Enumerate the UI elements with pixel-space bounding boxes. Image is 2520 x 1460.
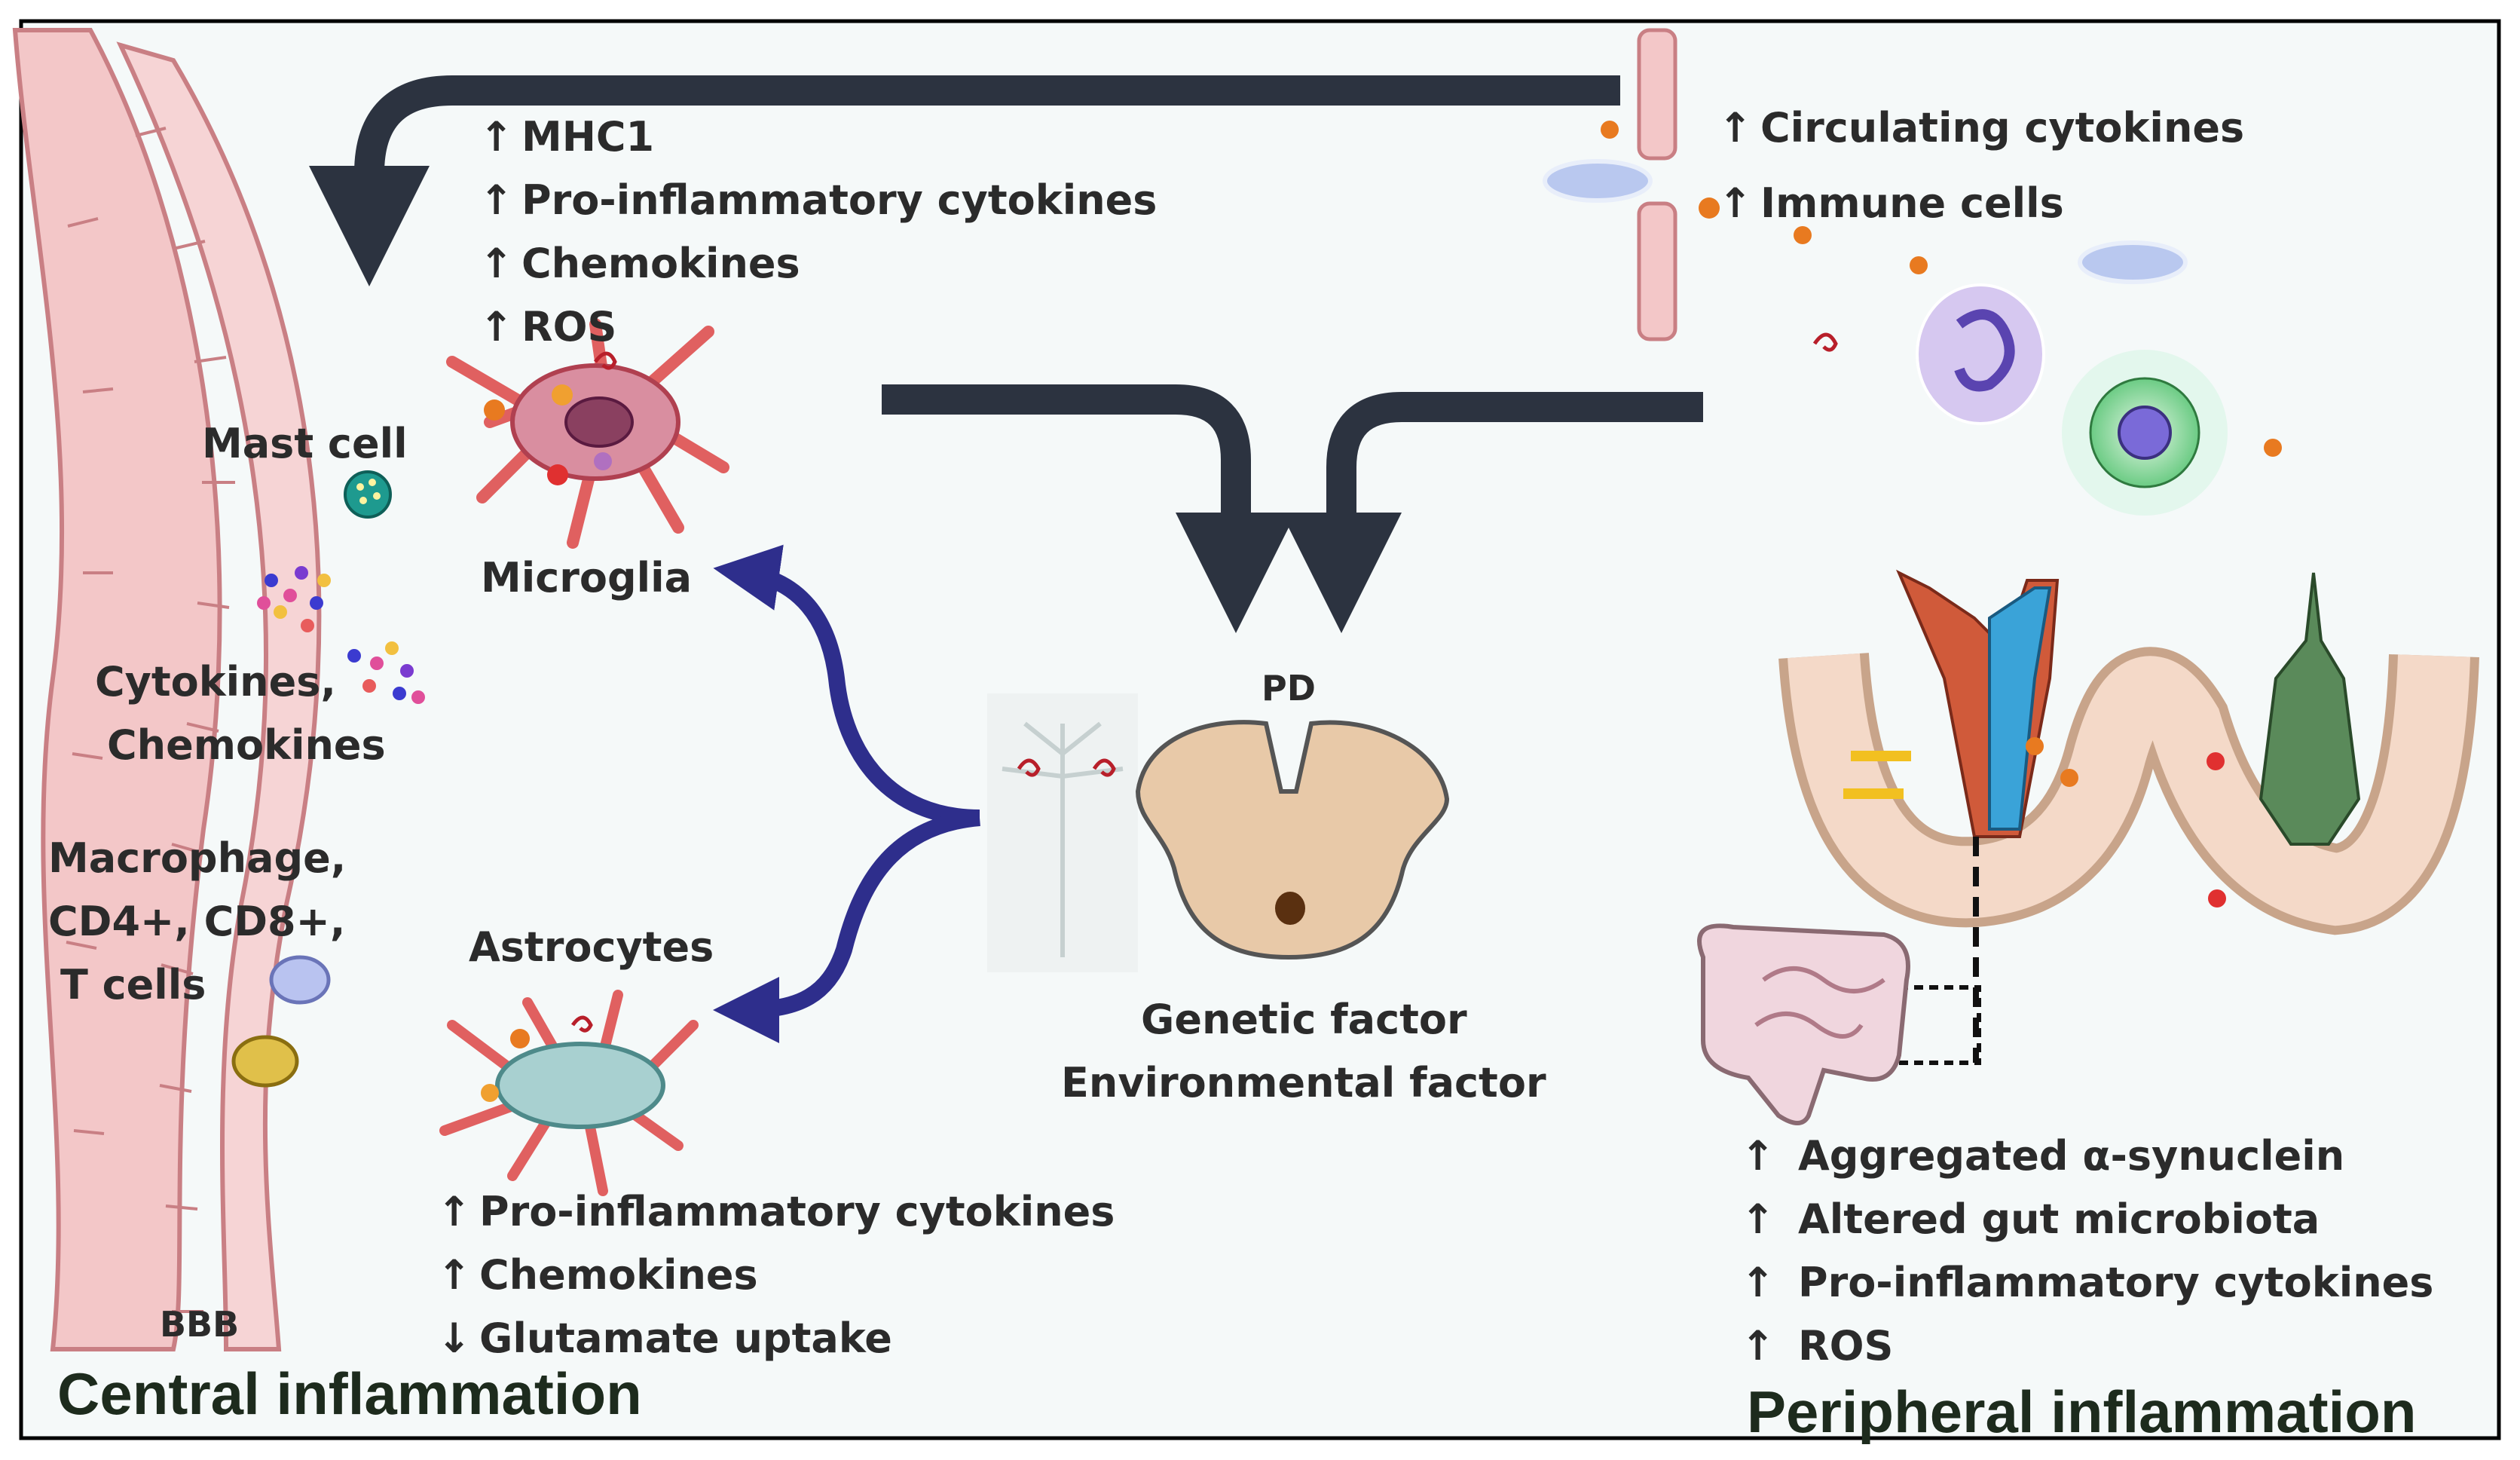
bbb-label: BBB — [160, 1304, 240, 1345]
central-marker: ↑ROS — [479, 295, 1157, 359]
gut-marker-list: ↑Aggregated α-synuclein ↑Altered gut mic… — [1741, 1125, 2433, 1378]
cytokine-dot-icon — [2264, 439, 2282, 457]
central-marker: ↑MHC1 — [479, 106, 1157, 169]
arrow-up-icon: ↑ — [479, 303, 514, 350]
alpha-synuclein-icon — [1017, 758, 1041, 777]
cytokine-dot-icon — [1910, 256, 1928, 274]
circulation-marker-list: ↑Circulating cytokines ↑Immune cells — [1718, 96, 2244, 235]
blood-vessel-periphery — [1637, 28, 1677, 341]
blue-arrow-to-astrocytes — [713, 810, 980, 1043]
central-inflammation-title: Central inflammation — [57, 1361, 642, 1427]
astrocyte-icon — [439, 990, 699, 1196]
arrow-up-icon: ↑ — [1741, 1259, 1775, 1306]
cd-cells-label: CD4+, CD8+, — [48, 898, 346, 945]
cytokines-label: Cytokines, — [95, 658, 336, 706]
astrocyte-marker: ↑Pro-inflammatory cytokines — [437, 1180, 1115, 1244]
arrow-up-icon: ↑ — [437, 1251, 472, 1299]
arrow-up-icon: ↑ — [1741, 1322, 1775, 1370]
cytokine-dot-icon — [1699, 197, 1720, 219]
alpha-synuclein-icon — [1812, 332, 1838, 352]
blood-vessel-bbb — [12, 28, 322, 1351]
cytokine-dot-icon — [1794, 226, 1812, 244]
macrophage-icon — [231, 1035, 299, 1088]
t-cell-icon — [269, 955, 331, 1005]
arrow-up-icon: ↑ — [479, 113, 514, 161]
microglia-icon — [446, 318, 729, 549]
astrocyte-marker: ↓Glutamate uptake — [437, 1307, 1115, 1370]
neuron-icon — [987, 693, 1138, 972]
cytokine-cluster-icon — [257, 566, 425, 704]
peripheral-inflammation-title: Peripheral inflammation — [1747, 1379, 2417, 1445]
arrow-down-icon: ↓ — [437, 1315, 472, 1362]
gut-marker: ↑Aggregated α-synuclein — [1741, 1125, 2433, 1188]
circulation-marker: ↑Circulating cytokines — [1718, 96, 2244, 172]
chemokines-label: Chemokines — [107, 721, 386, 769]
alpha-synuclein-icon — [1092, 758, 1116, 777]
environmental-factor-label: Environmental factor — [1061, 1059, 1546, 1106]
astrocytes-label: Astrocytes — [469, 923, 714, 971]
gut-marker: ↑Pro-inflammatory cytokines — [1741, 1251, 2433, 1315]
t-cells-label: T cells — [60, 961, 206, 1009]
dark-arrow-periphery-to-pd — [1281, 392, 1703, 633]
blue-arrow-to-microglia — [713, 544, 980, 826]
arrow-up-icon: ↑ — [1741, 1195, 1775, 1243]
gut-marker: ↑Altered gut microbiota — [1741, 1188, 2433, 1251]
dark-arrow-microglia-to-pd — [882, 384, 1296, 633]
central-marker: ↑Chemokines — [479, 232, 1157, 295]
arrow-up-icon: ↑ — [437, 1188, 472, 1235]
gut-marker: ↑ROS — [1741, 1315, 2433, 1378]
dark-arrow-vessel-to-brain — [309, 75, 1620, 286]
platelet-icon — [2078, 240, 2188, 284]
arrow-up-icon: ↑ — [1718, 179, 1753, 227]
macrophage-label: Macrophage, — [48, 834, 347, 882]
circulation-marker: ↑Immune cells — [1718, 172, 2244, 235]
arrow-up-icon: ↑ — [1718, 104, 1753, 152]
mast-cell-label: Mast cell — [202, 420, 408, 467]
astrocyte-marker-list: ↑Pro-inflammatory cytokines ↑Chemokines … — [437, 1180, 1115, 1370]
dendritic-cell-icon — [2062, 350, 2228, 516]
central-marker: ↑Pro-inflammatory cytokines — [479, 169, 1157, 232]
cytokine-dot-icon — [1601, 121, 1619, 139]
microglia-label: Microglia — [481, 554, 693, 601]
arrow-up-icon: ↑ — [1741, 1132, 1775, 1180]
central-marker-list: ↑MHC1 ↑Pro-inflammatory cytokines ↑Chemo… — [479, 106, 1157, 359]
arrow-up-icon: ↑ — [479, 176, 514, 224]
platelet-icon — [1543, 159, 1653, 203]
neutrophil-icon — [1916, 283, 2045, 425]
gut-villi-icon — [1778, 569, 2479, 935]
mast-cell-icon — [344, 470, 392, 519]
astrocyte-marker: ↑Chemokines — [437, 1244, 1115, 1307]
midbrain-icon — [1135, 720, 1450, 960]
arrow-up-icon: ↑ — [479, 240, 514, 287]
genetic-factor-label: Genetic factor — [1141, 996, 1467, 1043]
intestine-icon — [1697, 923, 1910, 1125]
pd-label: PD — [1262, 668, 1316, 709]
